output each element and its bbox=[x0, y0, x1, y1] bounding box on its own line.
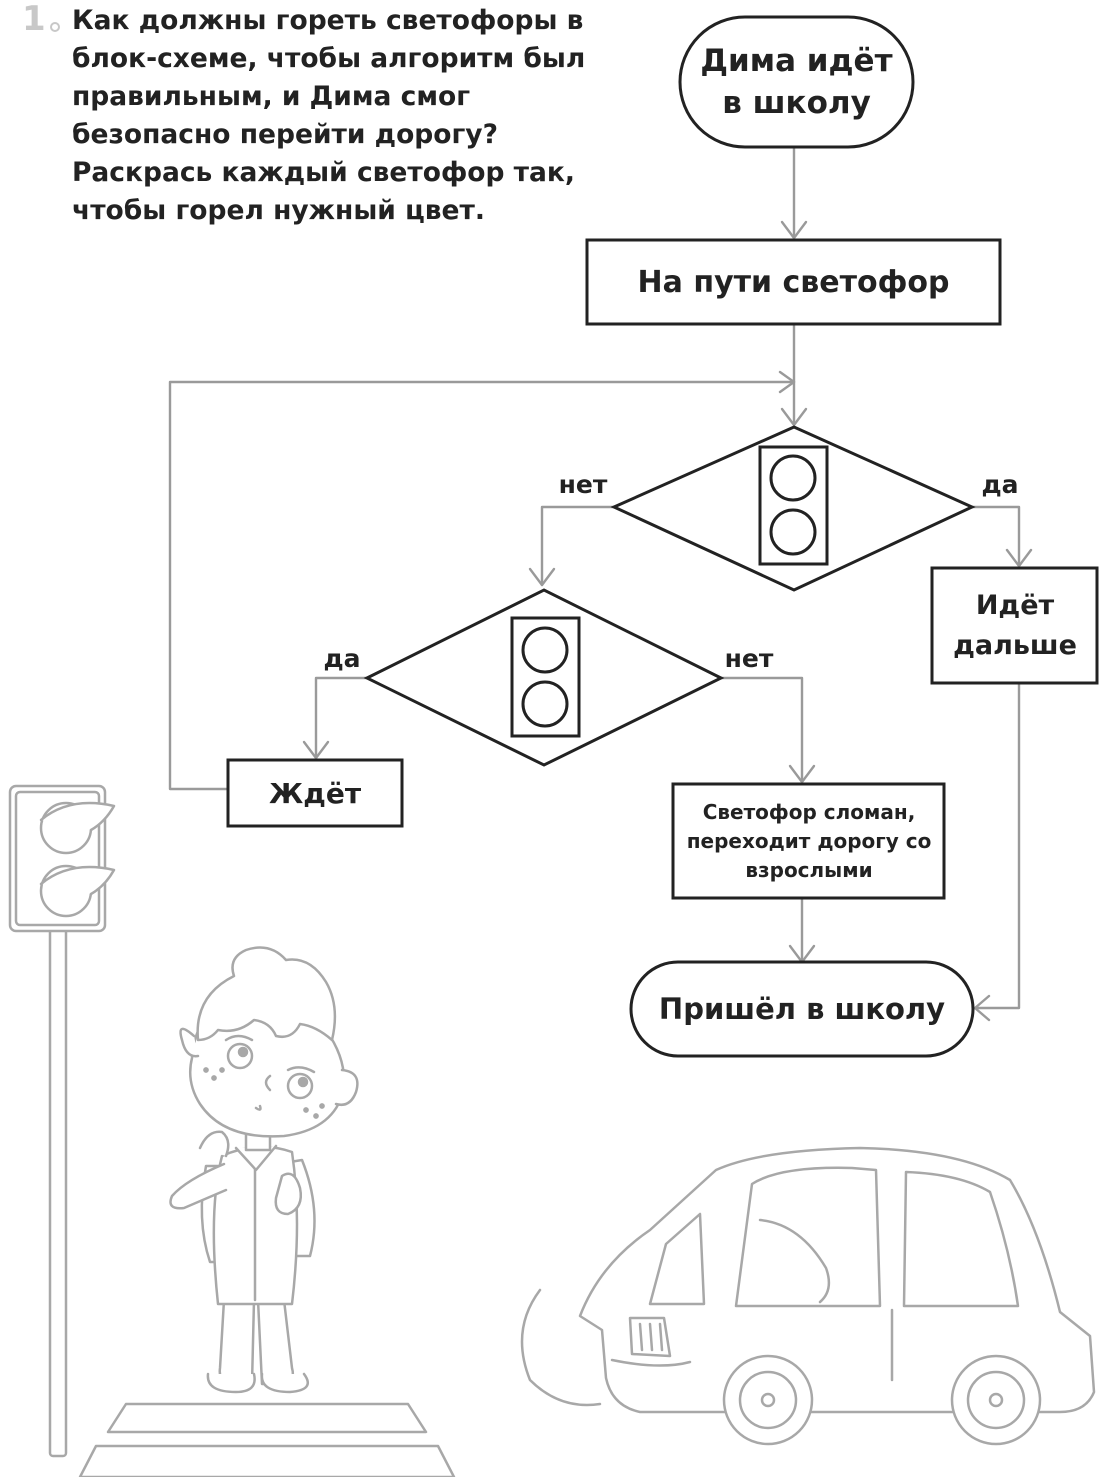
flow-connectors bbox=[168, 145, 1033, 1022]
broken-label: Светофор сломан, переходит дорогу со взр… bbox=[686, 799, 932, 882]
traffic-light-2-bottom-lamp bbox=[521, 680, 569, 728]
goes-on-box bbox=[930, 566, 1099, 685]
task-number-dot bbox=[50, 22, 60, 32]
traffic-light-1-top-lamp bbox=[769, 454, 817, 502]
flow-shapes bbox=[226, 15, 1099, 1058]
decision2-no-label: нет bbox=[724, 643, 774, 673]
decision1-yes-label: да bbox=[981, 469, 1019, 499]
step-box bbox=[585, 238, 1002, 326]
waits-box bbox=[226, 758, 404, 828]
car-illustration bbox=[520, 1146, 1096, 1446]
step-label: На пути светофор bbox=[637, 264, 950, 300]
start-label: Дима идёт в школу bbox=[700, 43, 893, 121]
task-number: 1 bbox=[22, 0, 46, 39]
waits-label: Ждёт bbox=[268, 776, 362, 810]
decision1-no-label: нет bbox=[558, 469, 608, 499]
street-traffic-light bbox=[8, 784, 116, 1458]
boy-illustration bbox=[169, 946, 359, 1394]
traffic-light-1-bottom-lamp bbox=[769, 508, 817, 556]
task-question: Как должны гореть светофоры в блок-схеме… bbox=[72, 5, 586, 226]
goes-on-label: Идёт дальше bbox=[953, 590, 1077, 661]
traffic-light-2-top-lamp bbox=[521, 626, 569, 674]
end-label: Пришёл в школу bbox=[658, 992, 946, 1026]
decision2-yes-label: да bbox=[323, 643, 361, 673]
end-terminator bbox=[629, 960, 975, 1058]
arrow-to-decision1 bbox=[780, 407, 808, 427]
arrow-to-step bbox=[780, 220, 808, 240]
loop-arrowhead bbox=[778, 370, 796, 394]
start-terminator bbox=[678, 15, 915, 149]
crosswalk bbox=[78, 1402, 456, 1477]
broken-box bbox=[671, 782, 946, 900]
